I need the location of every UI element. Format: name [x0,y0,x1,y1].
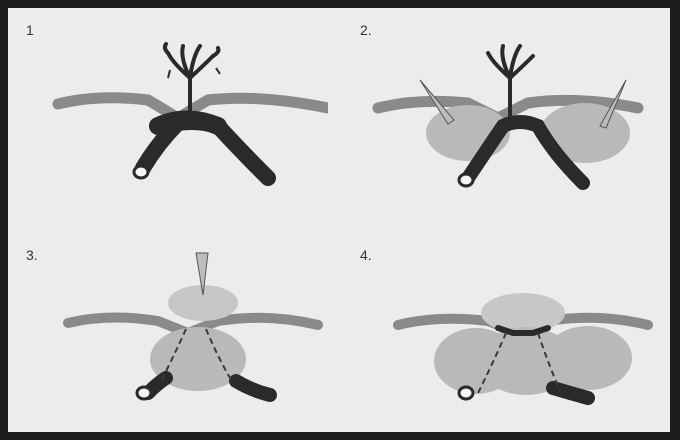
vessel-lumen-icon [459,387,473,399]
vessel-lumen-icon [137,387,151,399]
panel-4: 4. [348,233,668,438]
dark-vessel [236,381,270,395]
panel-2: 2. [348,8,668,213]
panel-3-diagram [8,233,328,438]
panel-4-diagram [348,233,670,438]
injected-mass-top [481,293,565,333]
dark-vessel [553,388,588,398]
figure-frame: 1 2. [8,8,670,432]
bleeding-vessel-tuft-icon [165,44,219,118]
vessel-lumen-icon [134,166,148,178]
vessel-lumen-icon [459,174,473,186]
dark-vessel-center [158,120,218,127]
injected-mass-right [544,326,632,390]
panel-1-diagram [8,8,328,213]
panel-2-diagram [348,8,670,213]
panel-1: 1 [8,8,328,213]
panel-3: 3. [8,233,328,438]
